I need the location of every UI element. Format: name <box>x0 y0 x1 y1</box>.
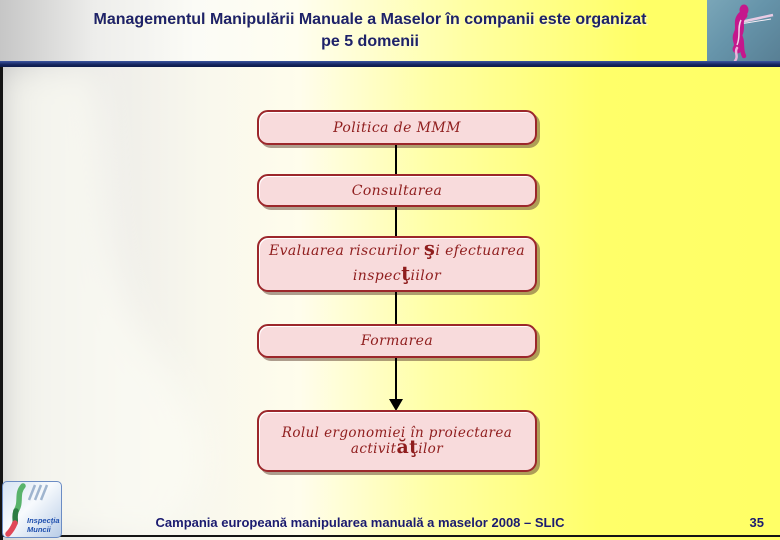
slide-title: Managementul Manipulării Manuale a Masel… <box>93 10 647 50</box>
footer-campaign-text: Campania europeană manipularea manuală a… <box>155 515 565 530</box>
page-number: 35 <box>749 515 764 530</box>
flow-box-politica: Politica de MMM <box>257 110 537 145</box>
flow-connector-4 <box>395 358 397 402</box>
logo-text-line1: Inspecţia <box>27 516 60 525</box>
flow-box-label: Consultarea <box>351 182 443 199</box>
slide-header: Managementul Manipulării Manuale a Masel… <box>0 0 780 61</box>
logo-strokes <box>27 484 49 501</box>
left-edge-line <box>0 67 3 540</box>
flow-box-label-line1: Evaluarea riscurilor şi efectuarea <box>269 237 525 260</box>
logo-green-swoosh <box>13 483 26 514</box>
flow-arrowhead-icon <box>389 399 403 411</box>
bottom-edge-line <box>0 535 780 537</box>
dancing-figure-icon <box>732 4 774 63</box>
flow-box-evaluarea: Evaluarea riscurilor şi efectuarea inspe… <box>257 236 537 292</box>
flow-box-label: Formarea <box>360 333 434 349</box>
flow-box-label-line2: inspecţiilor <box>352 262 442 285</box>
flow-box-formarea: Formarea <box>257 324 537 358</box>
corner-graphic <box>707 0 780 63</box>
flow-box-label: Politica de MMM <box>333 119 461 136</box>
flow-connector-2 <box>395 207 397 236</box>
flow-connector-1 <box>395 145 397 174</box>
flow-box-rolul: Rolul ergonomiei în proiectarea activită… <box>257 410 537 472</box>
flow-box-consultarea: Consultarea <box>257 174 537 207</box>
logo-text-line2: Muncii <box>27 525 52 534</box>
inspectia-muncii-logo: Inspecţia Muncii <box>2 481 62 538</box>
flow-box-label: Rolul ergonomiei în proiectarea activită… <box>281 425 513 458</box>
flow-connector-3 <box>395 292 397 324</box>
logo-red-swoosh <box>5 520 18 537</box>
header-divider-bar <box>0 61 780 67</box>
